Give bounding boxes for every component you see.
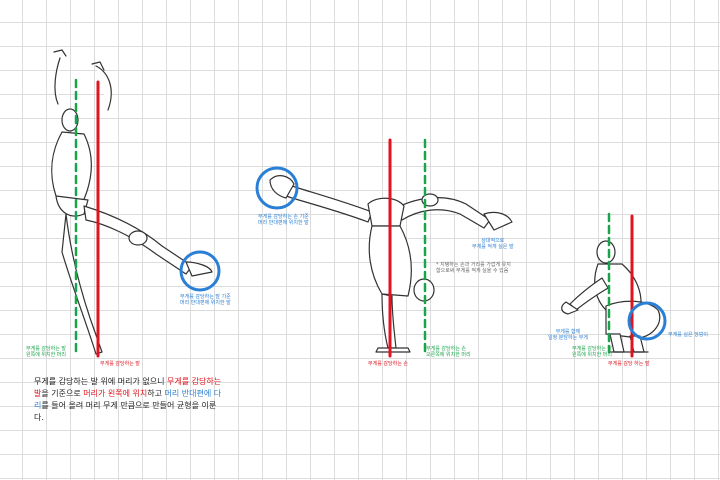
fig2-red-label: 무게를 감당하는 손 (368, 361, 408, 367)
fig2-green-label-line1: 무게를 감당하는 손 (426, 346, 466, 352)
fig2-circle-label: 무게를 감당하는 손 기준 머리 반대편에 위치한 발 (258, 214, 309, 226)
fig3-green-label-line1: 무게를 감당하는 발 (572, 346, 612, 352)
para-highlight-weight-foot: 무게를 감당하는 발 (34, 377, 222, 398)
para-text-4: 를 들어 올려 머리 무게 만큼으로 만들어 균형을 이룬다. (34, 401, 217, 422)
figure-3-squat-pose (561, 212, 667, 358)
para-text-1: 무게를 감당하는 발 위에 머리가 없으니 (34, 377, 168, 386)
figure-3-hip-circle (627, 301, 667, 341)
fig1-circle-label-line2: 머리 반대편에 위치한 발 (180, 300, 231, 306)
fig2-circle-label-line2: 머리 반대편에 위치한 발 (258, 220, 309, 226)
fig2-foot-label-line2: 무게를 적게 실은 발 (472, 244, 514, 250)
para-text-2: 을 기준으로 (41, 389, 84, 398)
fig2-foot-label-line1: 상대적으로 (481, 238, 505, 244)
fig1-green-label-line2: 왼쪽에 위치한 머리 (26, 352, 66, 358)
figure-2-foot-circle (255, 166, 299, 210)
fig2-note-line1: * 지탱하는 손과 거리를 가깝게 유지 (436, 262, 511, 268)
fig1-green-label-line1: 무게를 감당하는 발 (26, 346, 66, 352)
explanation-paragraph: 무게를 감당하는 발 위에 머리가 없으니 무게를 감당하는 발을 기준으로 머… (34, 376, 224, 424)
fig2-green-label: 무게를 감당하는 손 오른쪽에 위치한 머리 (426, 346, 471, 358)
fig2-green-label-line2: 오른쪽에 위치한 머리 (426, 352, 471, 358)
fig1-circle-label-line1: 무게를 감당하는 발 기준 (180, 294, 231, 300)
para-highlight-head-left: 머리가 왼쪽에 위치 (83, 389, 148, 398)
figure-1-foot-circle (179, 250, 221, 292)
fig3-left-label-line2: 일정 분담하는 무게 (548, 335, 588, 341)
fig3-circle-label: 무게를 실은 엉덩이 (668, 332, 708, 338)
figure-1-standing-pose (51, 49, 221, 358)
para-text-3: 하고 (147, 389, 165, 398)
fig2-note-line2: 함으로써 무게를 적게 실을 수 있음 (436, 268, 509, 274)
fig1-red-label: 무게를 감당하는 발 (100, 361, 140, 367)
para-highlight-opposite-leg: 머리 반대편에 다리 (34, 389, 222, 410)
fig1-green-label: 무게를 감당하는 발 왼쪽에 위치한 머리 (26, 346, 66, 358)
figure-2-hand-balance-pose (255, 138, 513, 358)
fig3-green-label-line2: 왼쪽에 위치한 머리 (572, 352, 612, 358)
fig2-note: * 지탱하는 손과 거리를 가깝게 유지 함으로써 무게를 적게 실을 수 있음 (436, 262, 511, 274)
fig2-foot-label: 상대적으로 무게를 적게 실은 발 (472, 238, 514, 250)
fig3-left-label: 무게를 함께 일정 분담하는 무게 (548, 329, 588, 341)
figure-1-body (51, 49, 213, 355)
fig3-red-label: 무게를 감당 하는 발 (608, 361, 650, 367)
fig2-circle-label-line1: 무게를 감당하는 손 기준 (258, 214, 309, 220)
figure-2-body (269, 175, 513, 353)
fig3-left-label-line1: 무게를 함께 (555, 329, 581, 335)
fig1-circle-label: 무게를 감당하는 발 기준 머리 반대편에 위치한 발 (180, 294, 231, 306)
fig3-green-label: 무게를 감당하는 발 왼쪽에 위치한 머리 (572, 346, 612, 358)
